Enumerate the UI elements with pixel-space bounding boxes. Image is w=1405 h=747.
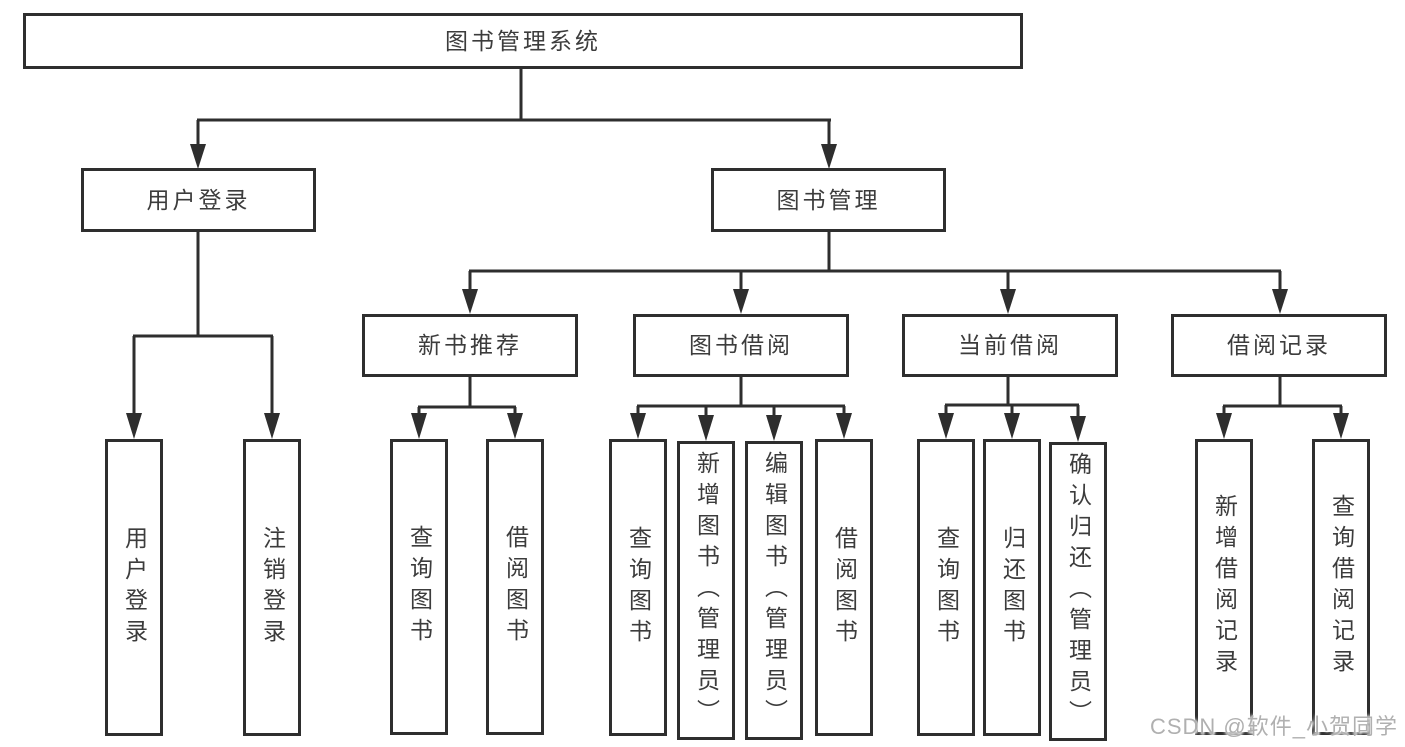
arrow-down-icon [836, 413, 852, 439]
arrow-down-icon [1333, 413, 1349, 439]
leaf-borrow-book-recommend: 借阅图书 [486, 439, 544, 735]
node-label: 新增图书（管理员） [693, 451, 720, 730]
node-label: 图书管理系统 [445, 27, 601, 54]
node-current-borrow: 当前借阅 [902, 314, 1118, 377]
node-label: 借阅图书 [502, 525, 529, 649]
arrow-down-icon [1272, 289, 1288, 314]
arrow-down-icon [1216, 413, 1232, 439]
node-user-login: 用户登录 [81, 168, 316, 232]
leaf-confirm-return-admin: 确认归还（管理员） [1049, 442, 1107, 741]
node-label: 查询图书 [933, 525, 960, 650]
node-label: 注销登录 [259, 525, 286, 650]
csdn-watermark: CSDN @软件_小贺同学 [1149, 714, 1398, 739]
node-label: 借阅图书 [831, 525, 858, 650]
node-label: 归还图书 [999, 525, 1026, 650]
node-label: 新书推荐 [418, 332, 522, 358]
leaf-borrow-book: 借阅图书 [815, 439, 873, 736]
node-label: 图书借阅 [689, 332, 793, 358]
arrow-down-icon [766, 415, 782, 441]
leaf-query-book-current: 查询图书 [917, 439, 975, 736]
leaf-add-borrow-record: 新增借阅记录 [1195, 439, 1253, 735]
leaf-query-book-borrow: 查询图书 [609, 439, 667, 736]
node-system-root: 图书管理系统 [23, 13, 1023, 69]
node-label: 确认归还（管理员） [1065, 452, 1092, 731]
node-label: 当前借阅 [958, 332, 1062, 358]
node-borrow-record: 借阅记录 [1171, 314, 1387, 377]
arrow-down-icon [733, 289, 749, 314]
arrow-down-icon [938, 413, 954, 439]
node-label: 查询图书 [625, 525, 652, 650]
node-label: 编辑图书（管理员） [761, 451, 788, 730]
arrow-down-icon [507, 413, 523, 439]
node-label: 图书管理 [776, 186, 881, 213]
node-label: 新增借阅记录 [1211, 494, 1238, 680]
node-book-management: 图书管理 [711, 168, 946, 232]
node-new-book-recommend: 新书推荐 [362, 314, 578, 377]
arrow-down-icon [411, 413, 427, 439]
node-label: 用户登录 [146, 186, 251, 213]
node-label: 借阅记录 [1227, 332, 1331, 358]
arrow-down-icon [190, 144, 206, 169]
arrow-down-icon [630, 413, 646, 439]
leaf-query-book-recommend: 查询图书 [390, 439, 448, 735]
node-label: 用户登录 [121, 525, 148, 650]
leaf-add-book-admin: 新增图书（管理员） [677, 441, 735, 740]
leaf-edit-book-admin: 编辑图书（管理员） [745, 441, 803, 740]
arrow-down-icon [264, 413, 280, 439]
arrow-down-icon [698, 415, 714, 441]
arrow-down-icon [462, 289, 478, 314]
node-label: 查询借阅记录 [1328, 494, 1355, 680]
node-book-borrow: 图书借阅 [633, 314, 849, 377]
leaf-logout: 注销登录 [243, 439, 301, 736]
leaf-user-login: 用户登录 [105, 439, 163, 736]
arrow-down-icon [821, 144, 837, 169]
leaf-query-borrow-record: 查询借阅记录 [1312, 439, 1370, 735]
arrow-down-icon [1000, 289, 1016, 314]
node-label: 查询图书 [406, 525, 433, 649]
arrow-down-icon [126, 413, 142, 439]
arrow-down-icon [1004, 413, 1020, 439]
arrow-down-icon [1070, 416, 1086, 442]
leaf-return-book: 归还图书 [983, 439, 1041, 736]
